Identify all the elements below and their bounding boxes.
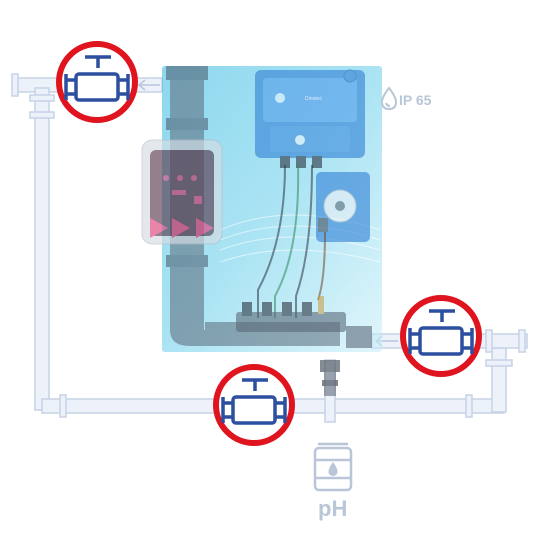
controller-unit: [255, 69, 365, 168]
probe-manifold: [236, 296, 372, 348]
valve-right[interactable]: [400, 295, 482, 377]
ip-rating-label: IP 65: [399, 92, 432, 108]
valve-icon: [64, 55, 130, 102]
controller-brand: Dinotec: [305, 96, 322, 102]
flow-meter: [141, 139, 223, 245]
drop-icon: [380, 86, 398, 111]
injection-valve: [320, 360, 340, 396]
peristaltic-pump: [316, 172, 370, 242]
sensor-cables: [257, 164, 326, 318]
valve-top-left[interactable]: [56, 41, 138, 123]
ph-drum-icon: [313, 442, 353, 492]
valve-bottom[interactable]: [213, 364, 295, 446]
valve-icon: [408, 309, 474, 356]
ph-tank-label: pH: [318, 496, 348, 521]
valve-icon: [221, 378, 287, 425]
